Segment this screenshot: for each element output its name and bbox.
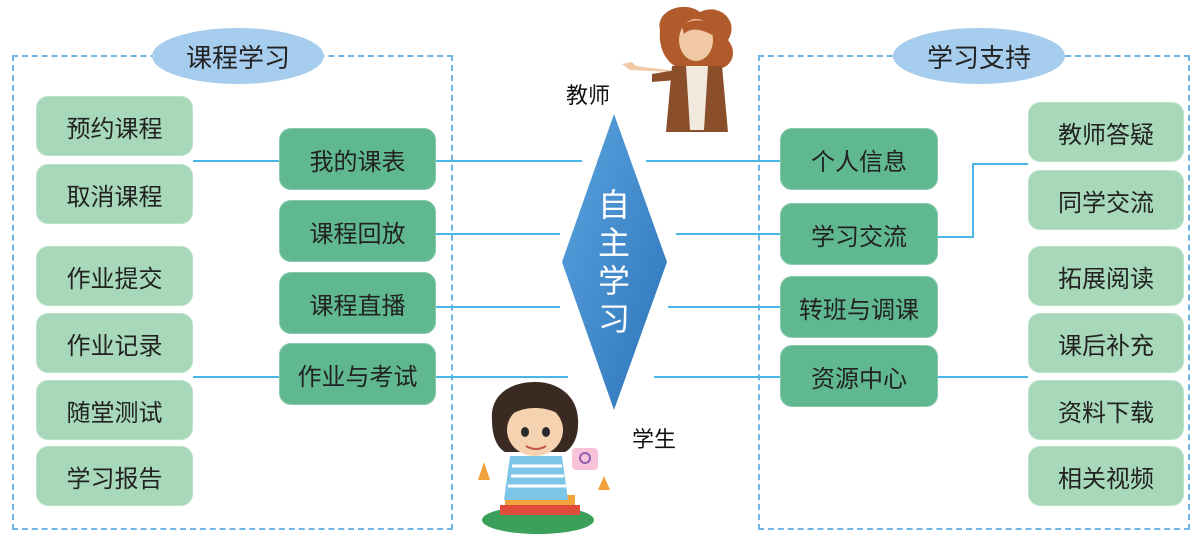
connector-line [938, 376, 1028, 378]
center-diamond [562, 114, 667, 410]
left-outer-item[interactable]: 取消课程 [36, 164, 193, 224]
connector-line [436, 306, 560, 308]
connector-line [436, 160, 582, 162]
left-mid-item[interactable]: 作业与考试 [279, 343, 436, 405]
teacher-label: 教师 [566, 84, 611, 109]
right-outer-item[interactable]: 资料下载 [1028, 380, 1184, 440]
connector-line [972, 163, 1028, 165]
right-mid-item[interactable]: 学习交流 [780, 203, 938, 265]
left-outer-item[interactable]: 预约课程 [36, 96, 193, 156]
teacher-icon [622, 6, 734, 132]
left-outer-item[interactable]: 学习报告 [36, 446, 193, 506]
connector-line [668, 306, 780, 308]
center-label: 自主学习 [597, 186, 630, 338]
right-mid-item[interactable]: 个人信息 [780, 128, 938, 190]
connector-line [436, 376, 568, 378]
right-outer-item[interactable]: 课后补充 [1028, 313, 1184, 373]
left-outer-item[interactable]: 作业提交 [36, 246, 193, 306]
left-outer-item[interactable]: 作业记录 [36, 313, 193, 373]
left-mid-item[interactable]: 课程回放 [279, 200, 436, 262]
right-title: 学习支持 [893, 28, 1065, 84]
right-outer-item[interactable]: 相关视频 [1028, 446, 1184, 506]
connector-line [972, 163, 974, 238]
right-mid-item[interactable]: 资源中心 [780, 345, 938, 407]
left-title: 课程学习 [152, 28, 324, 84]
connector-line [938, 236, 974, 238]
connector-line [436, 233, 560, 235]
right-outer-item[interactable]: 教师答疑 [1028, 102, 1184, 162]
left-outer-item[interactable]: 随堂测试 [36, 380, 193, 440]
connector-line [654, 376, 780, 378]
connector-line [193, 376, 279, 378]
connector-line [646, 160, 780, 162]
right-mid-item[interactable]: 转班与调课 [780, 276, 938, 338]
student-icon [478, 382, 610, 534]
connector-line [676, 233, 780, 235]
connector-line [193, 160, 279, 162]
left-mid-item[interactable]: 课程直播 [279, 272, 436, 334]
right-outer-item[interactable]: 同学交流 [1028, 170, 1184, 230]
left-mid-item[interactable]: 我的课表 [279, 128, 436, 190]
right-outer-item[interactable]: 拓展阅读 [1028, 246, 1184, 306]
student-label: 学生 [632, 428, 677, 453]
